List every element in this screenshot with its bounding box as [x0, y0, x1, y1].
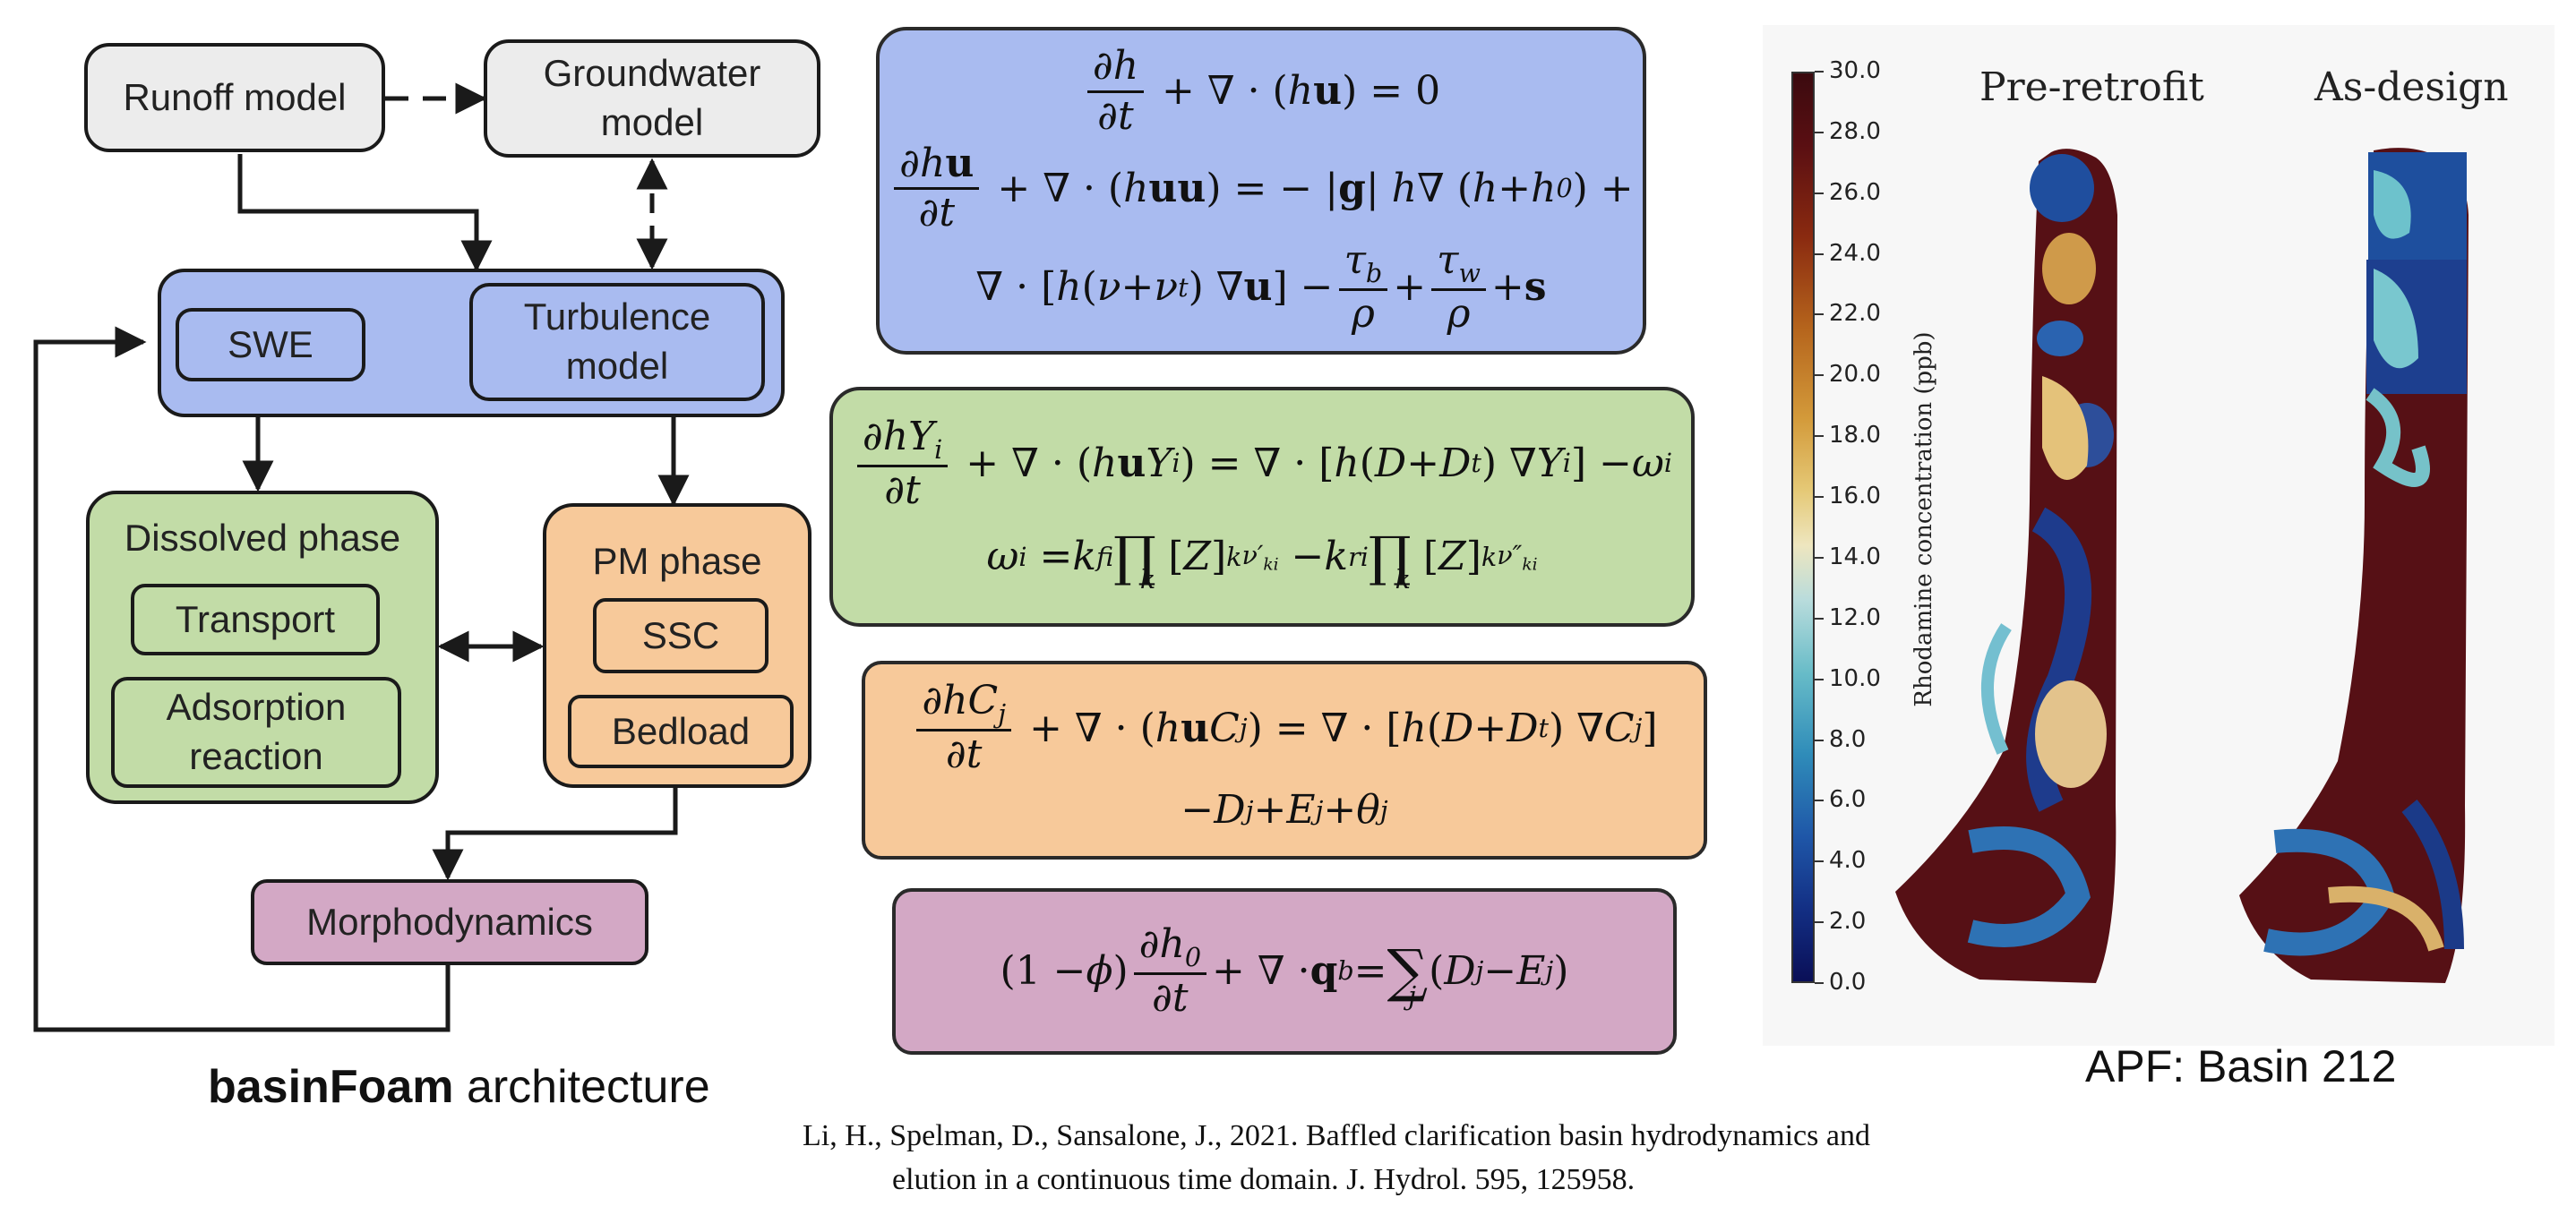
- groundwater-model-label: Groundwater model: [543, 52, 761, 143]
- diagram-title-bold: basinFoam: [208, 1061, 454, 1113]
- colorbar-tick-mark: [1815, 617, 1824, 620]
- colorbar-tick-label: 8.0: [1829, 725, 1867, 753]
- reference-citation: Li, H., Spelman, D., Sansalone, J., 2021…: [803, 1114, 1870, 1202]
- colorbar-tick-mark: [1815, 313, 1824, 316]
- colorbar-tick-mark: [1815, 556, 1824, 559]
- colorbar-tick-label: 20.0: [1829, 361, 1881, 389]
- colorbar-tick-label: 24.0: [1829, 239, 1881, 267]
- reference-line-1: Li, H., Spelman, D., Sansalone, J., 2021…: [803, 1119, 1870, 1152]
- colorbar-tick-label: 30.0: [1829, 57, 1881, 84]
- morphodynamics-node: Morphodynamics: [251, 879, 648, 965]
- runoff-model-node: Runoff model: [84, 43, 385, 152]
- turbulence-model-label: Turbulence model: [523, 295, 711, 387]
- colorbar-tick-label: 22.0: [1829, 300, 1881, 328]
- pre-retrofit-basin: [1895, 149, 2117, 984]
- colorbar-tick-mark: [1815, 374, 1824, 377]
- turbulence-model-node: Turbulence model: [469, 283, 765, 401]
- colorbar-tick-mark: [1815, 739, 1824, 741]
- colorbar-tick-label: 28.0: [1829, 117, 1881, 145]
- adsorption-reaction-label: Adsorption reaction: [166, 686, 347, 777]
- ssc-label: SSC: [641, 613, 720, 656]
- bedload-label: Bedload: [611, 709, 751, 752]
- swe-node: SWE: [176, 308, 365, 381]
- colorbar-tick-label: 6.0: [1829, 786, 1867, 814]
- colorbar-tick-mark: [1815, 192, 1824, 194]
- colorbar: [1791, 72, 1815, 983]
- morphodynamics-label: Morphodynamics: [306, 900, 593, 943]
- basin-caption: APF: Basin 212: [2085, 1041, 2397, 1091]
- colorbar-tick-label: 16.0: [1829, 483, 1881, 510]
- transport-label: Transport: [175, 597, 336, 640]
- as-design-title: As-design: [2314, 64, 2509, 110]
- colorbar-tick-label: 26.0: [1829, 178, 1881, 206]
- reference-line-2: elution in a continuous time domain. J. …: [892, 1163, 1636, 1197]
- colorbar-tick-label: 2.0: [1829, 908, 1867, 936]
- colorbar-tick-mark: [1815, 982, 1824, 984]
- colorbar-tick-mark: [1815, 678, 1824, 680]
- as-design-basin: [2239, 148, 2469, 983]
- pm-phase-label: PM phase: [592, 540, 762, 582]
- colorbar-tick-mark: [1815, 435, 1824, 438]
- ssc-node: SSC: [593, 598, 769, 673]
- colorbar-tick-mark: [1815, 800, 1824, 802]
- runoff-model-label: Runoff model: [123, 75, 347, 118]
- colorbar-tick-mark: [1815, 860, 1824, 863]
- colorbar-tick-mark: [1815, 71, 1824, 73]
- colorbar-tick-label: 18.0: [1829, 422, 1881, 449]
- colorbar-tick-mark: [1815, 131, 1824, 133]
- colorbar-tick-label: 0.0: [1829, 969, 1867, 996]
- colorbar-tick-label: 10.0: [1829, 664, 1881, 692]
- dissolved-phase-label: Dissolved phase: [124, 517, 401, 559]
- groundwater-model-node: Groundwater model: [484, 39, 820, 158]
- pre-retrofit-title: Pre-retrofit: [1979, 64, 2204, 110]
- colorbar-tick-label: 14.0: [1829, 543, 1881, 570]
- bedload-node: Bedload: [568, 695, 794, 768]
- colorbar-tick-label: 12.0: [1829, 603, 1881, 631]
- swe-label: SWE: [228, 322, 313, 365]
- transport-node: Transport: [131, 584, 380, 655]
- diagram-title-rest: architecture: [453, 1061, 710, 1113]
- colorbar-tick-mark: [1815, 252, 1824, 255]
- colorbar-tick-mark: [1815, 921, 1824, 924]
- diagram-title: basinFoam architecture: [208, 1060, 710, 1114]
- colorbar-tick-mark: [1815, 496, 1824, 499]
- colorbar-tick-label: 4.0: [1829, 847, 1867, 875]
- adsorption-reaction-node: Adsorption reaction: [111, 677, 401, 788]
